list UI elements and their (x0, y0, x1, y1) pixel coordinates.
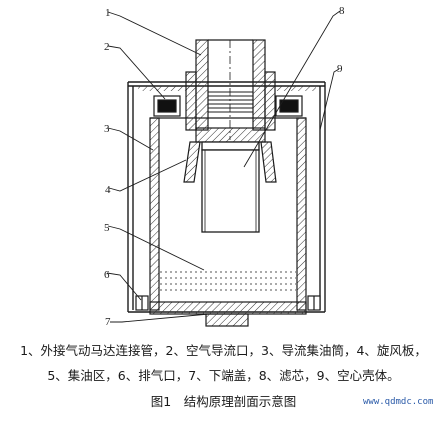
exhaust-vent (135, 295, 321, 311)
label-7: 7 (105, 316, 111, 328)
legend-line-2: 5、集油区，6、排气口，7、下端盖，8、滤芯，9、空心壳体。 (47, 368, 400, 383)
lower-end-cap (149, 301, 307, 327)
label-8: 8 (339, 5, 345, 17)
motor-connecting-pipe (185, 39, 276, 140)
shell-top-hatch-right (262, 86, 316, 91)
leader-lines (106, 10, 341, 323)
label-3: 3 (104, 123, 110, 135)
label-4: 4 (105, 184, 111, 196)
figure-caption: 图1 结构原理剖面示意图 (150, 394, 297, 409)
thread-marks (208, 91, 253, 113)
shell-top-hatch (138, 86, 196, 91)
cyclone-plate (183, 141, 277, 183)
label-9: 9 (337, 63, 343, 75)
label-2: 2 (104, 41, 110, 53)
cross-section-diagram: 1 2 3 4 5 6 7 8 9 (104, 5, 345, 328)
label-1: 1 (105, 7, 111, 19)
filter-nut (195, 127, 266, 143)
label-6: 6 (104, 269, 110, 281)
watermark: www.qdmdc.com (363, 397, 434, 407)
legend-line-1: 1、外接气动马达连接管，2、空气导流口，3、导流集油筒，4、旋风板， (20, 343, 427, 358)
filter-element (201, 141, 260, 233)
label-5: 5 (104, 222, 110, 234)
oil-collecting-area (160, 271, 296, 291)
